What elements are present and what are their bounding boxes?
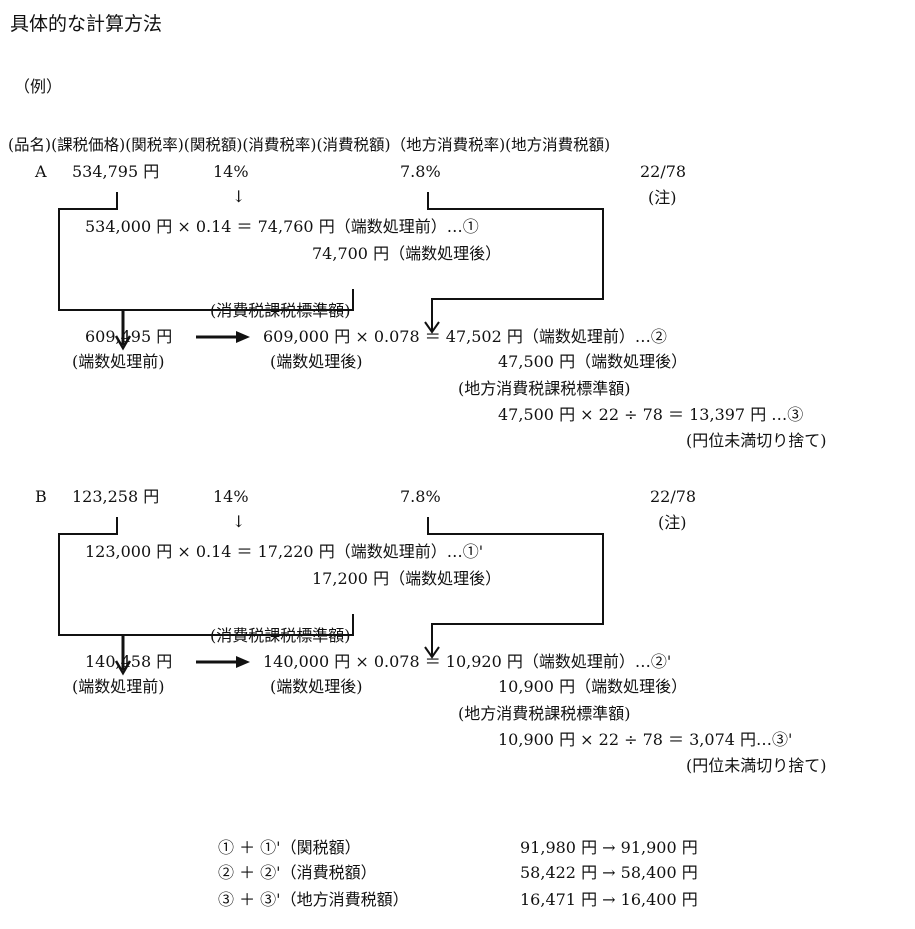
duty-rate: 14% (213, 487, 249, 506)
consumption-rate: 7.8% (400, 162, 441, 181)
note-label: (注) (648, 188, 677, 207)
note-label: (注) (658, 513, 687, 532)
down-arrow-icon: ↓ (232, 512, 246, 531)
truncate-note: (円位未満切り捨て) (686, 431, 827, 450)
item-label: B (35, 487, 47, 506)
duty-calc: 123,000 円 × 0.14 ＝ 17,220 円（端数処理前）…①' (85, 542, 484, 561)
section-a: A 534,795 円 14% ↓ 7.8% 22/78 (注) 534,000… (0, 160, 915, 480)
local-rate: 22/78 (640, 162, 687, 181)
before-rounding-label: (端数処理前) (72, 677, 165, 696)
duty-rounded: 17,200 円（端数処理後） (312, 569, 502, 588)
page-title: 具体的な計算方法 (10, 13, 163, 35)
consumption-rounded: 10,900 円（端数処理後） (498, 677, 688, 696)
summary-label: ③ ＋ ③'（地方消費税額） (218, 890, 409, 909)
local-calc: 10,900 円 × 22 ÷ 78 ＝ 3,074 円…③' (498, 730, 793, 749)
summary-value: 58,422 円 → 58,400 円 (520, 863, 698, 882)
flow-lines (58, 192, 604, 351)
tax-base-label: (消費税課税標準額) (210, 301, 351, 320)
consumption-calc: 140,000 円 × 0.078 ＝ 10,920 円（端数処理前）…②' (263, 652, 672, 671)
local-calc: 47,500 円 × 22 ÷ 78 ＝ 13,397 円 …③ (498, 405, 804, 424)
subtotal: 609,495 円 (85, 327, 173, 346)
tax-base-label: (消費税課税標準額) (210, 626, 351, 645)
local-rate: 22/78 (650, 487, 697, 506)
before-rounding-label: (端数処理前) (72, 352, 165, 371)
summary-value: 91,980 円 → 91,900 円 (520, 838, 698, 857)
consumption-rounded: 47,500 円（端数処理後） (498, 352, 688, 371)
duty-rounded: 74,700 円（端数処理後） (312, 244, 502, 263)
flow-lines (58, 517, 604, 676)
after-rounding-label: (端数処理後) (270, 352, 363, 371)
taxable-price: 534,795 円 (72, 162, 160, 181)
example-label: （例） (14, 77, 63, 96)
truncate-note: (円位未満切り捨て) (686, 756, 827, 775)
item-label: A (35, 162, 47, 181)
column-headers: (品名)(課税価格)(関税率)(関税額)(消費税率)(消費税額)（地方消費税率)… (8, 136, 611, 154)
local-base-label: (地方消費税課税標準額) (458, 379, 631, 398)
consumption-calc: 609,000 円 × 0.078 ＝ 47,502 円（端数処理前）…② (263, 327, 667, 346)
down-arrow-icon: ↓ (232, 187, 246, 206)
duty-calc: 534,000 円 × 0.14 ＝ 74,760 円（端数処理前）…① (85, 217, 479, 236)
subtotal: 140,458 円 (85, 652, 173, 671)
after-rounding-label: (端数処理後) (270, 677, 363, 696)
local-base-label: (地方消費税課税標準額) (458, 704, 631, 723)
summary-label: ② ＋ ②'（消費税額） (218, 863, 377, 882)
section-b: B 123,258 円 14% ↓ 7.8% 22/78 (注) 123,000… (0, 485, 915, 805)
taxable-price: 123,258 円 (72, 487, 160, 506)
duty-rate: 14% (213, 162, 249, 181)
consumption-rate: 7.8% (400, 487, 441, 506)
summary-label: ① ＋ ①'（関税額） (218, 838, 361, 857)
summary-value: 16,471 円 → 16,400 円 (520, 890, 698, 909)
